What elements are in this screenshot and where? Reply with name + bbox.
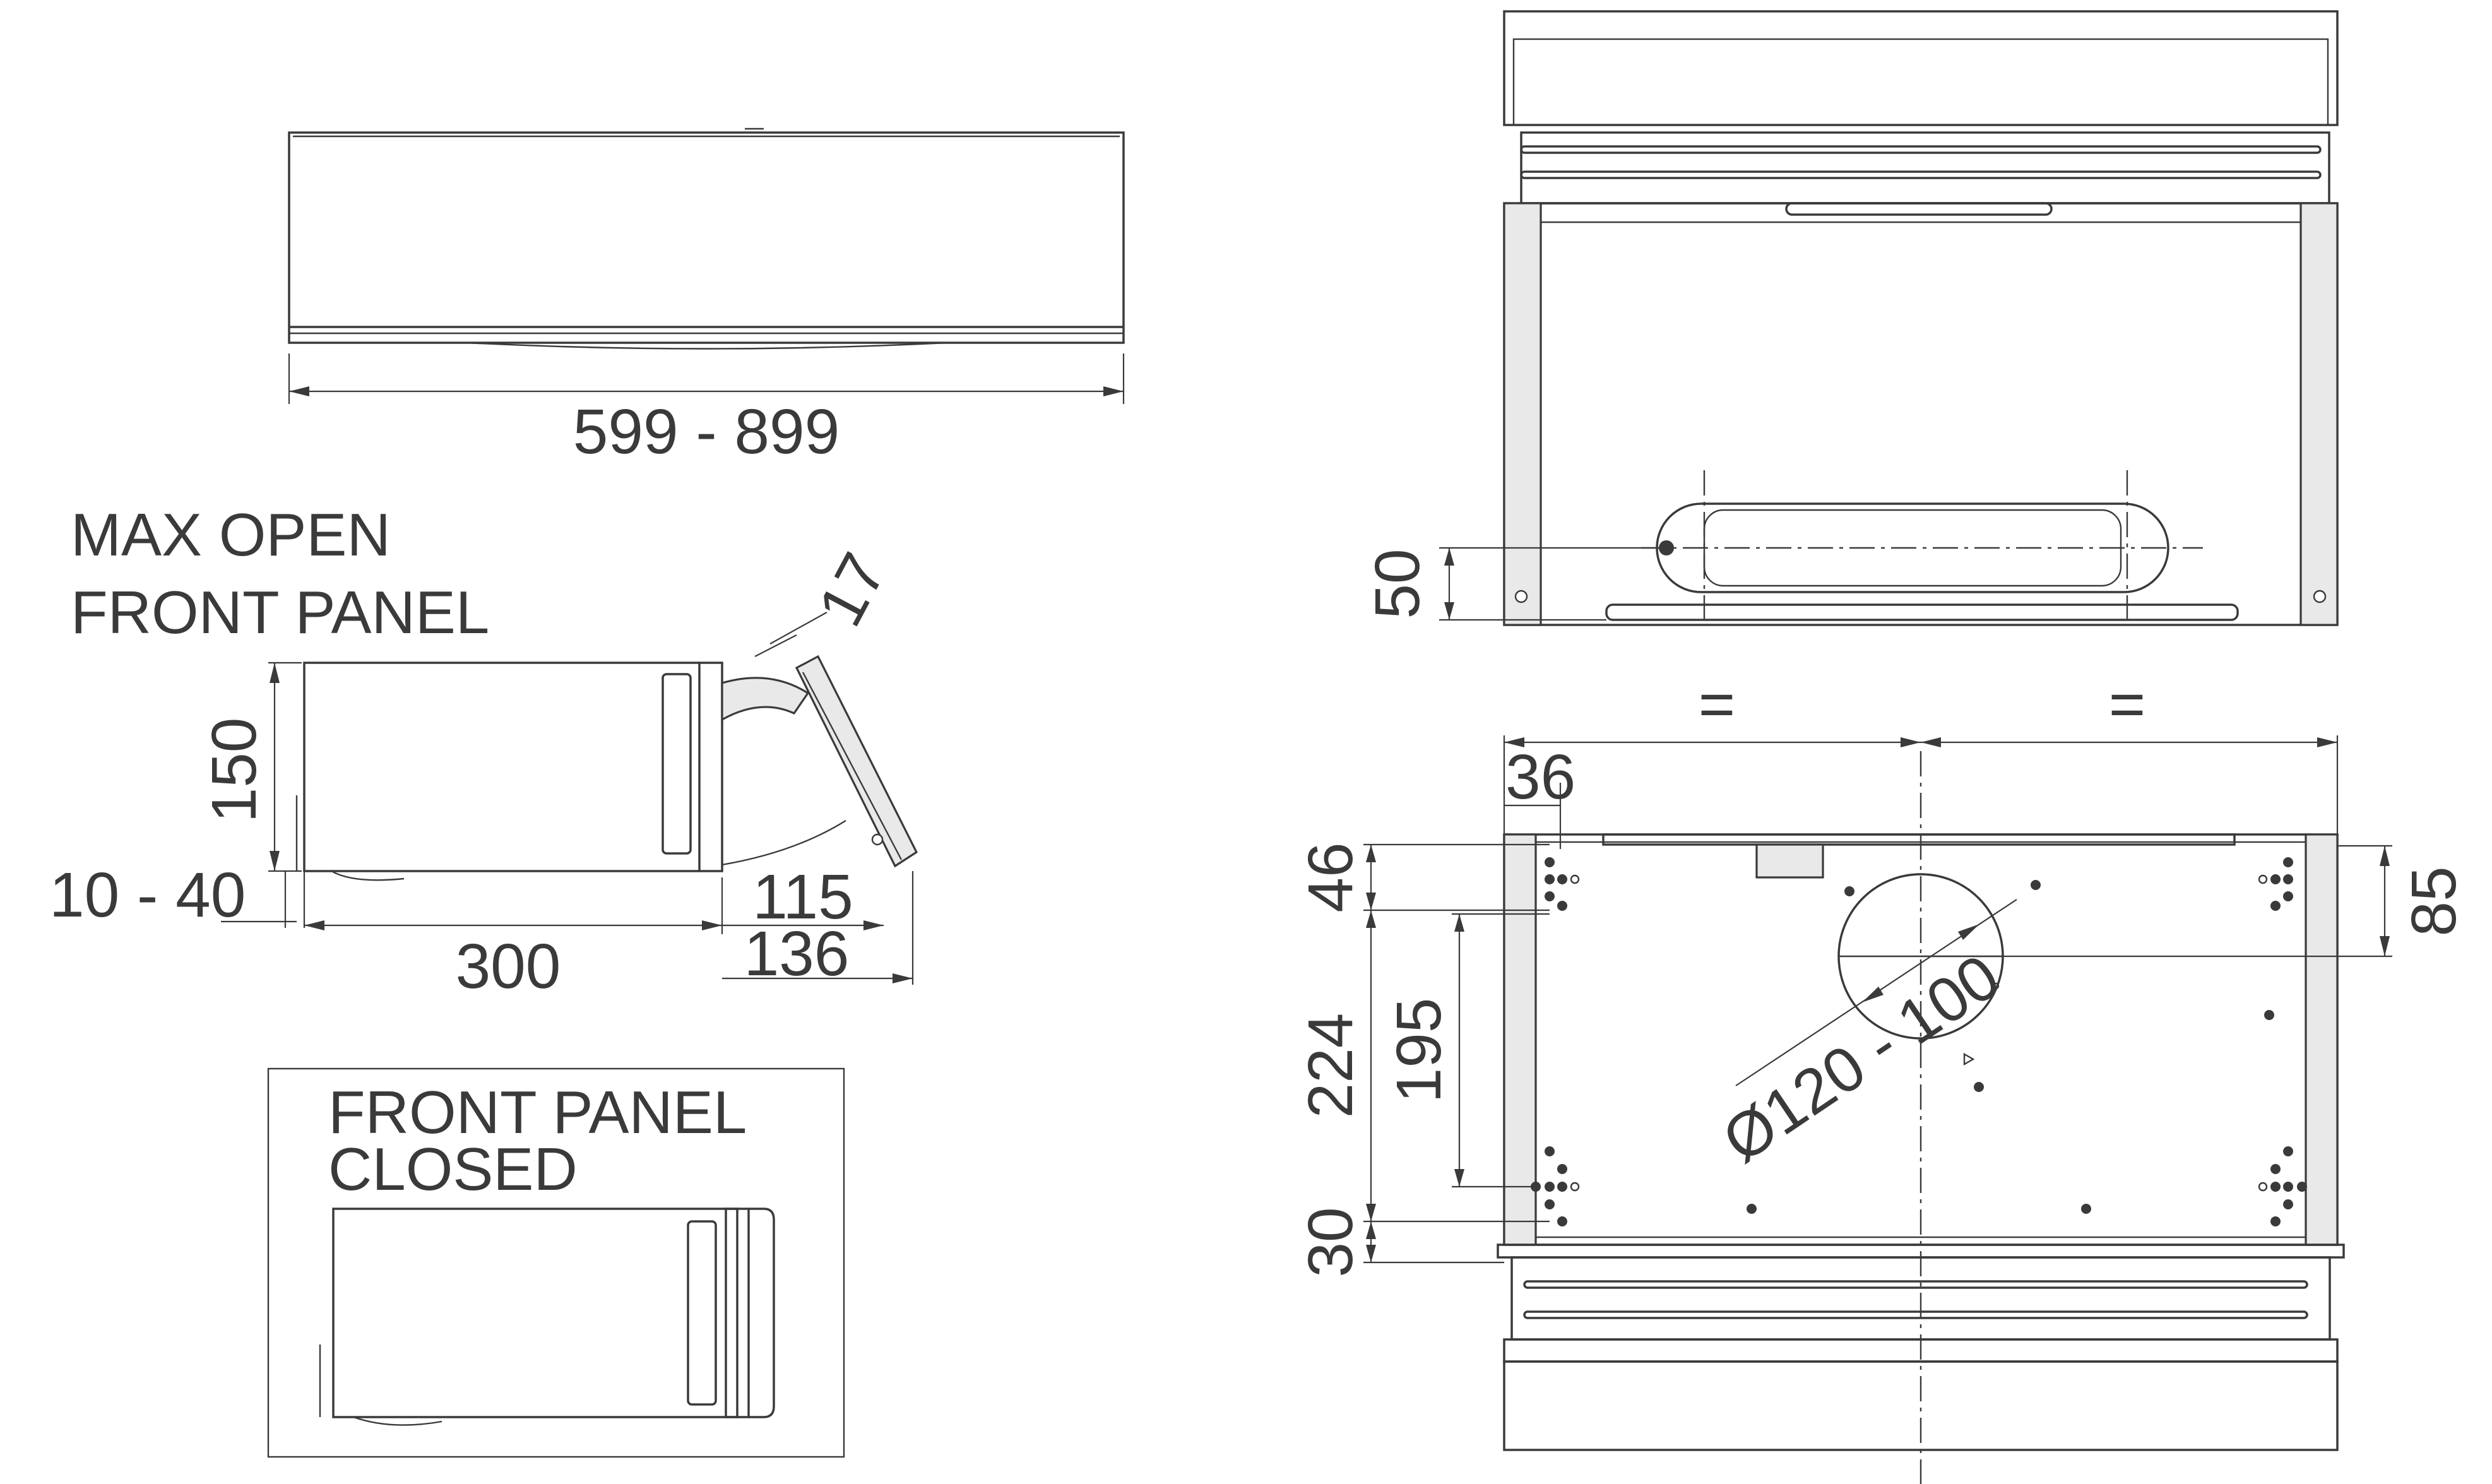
hole-cluster-front-right xyxy=(2258,1146,2307,1226)
hole-cluster-rear-left xyxy=(1545,857,1580,911)
depth-dimension: 300 xyxy=(456,931,561,1002)
hole-spacing-side-dimension: 224 xyxy=(1295,1013,1366,1119)
outlet-height-dimension: 50 xyxy=(1362,549,1433,619)
side-view-max-open: MAX OPEN FRONT PANEL 17 150 10 - 40 xyxy=(49,501,918,1002)
height-dimension: 150 xyxy=(199,718,270,823)
outlet-diameter-dimension: Ø120 - 100 xyxy=(1711,941,2012,1177)
panel-tilt-dimension: 17 xyxy=(804,542,899,638)
closed-title-line2: CLOSED xyxy=(328,1136,578,1203)
panel-depth-closed-dimension: 115 xyxy=(752,862,853,932)
panel-depth-open-dimension: 136 xyxy=(744,918,850,989)
side-margin-dimension: 36 xyxy=(1505,742,1575,812)
front-hole-offset-dimension: 30 xyxy=(1295,1207,1366,1277)
equal-right-label: = xyxy=(2109,669,2145,740)
rear-hole-offset-dimension: 46 xyxy=(1295,842,1366,912)
max-open-title-line2: FRONT PANEL xyxy=(71,579,489,646)
hole-cluster-rear-right xyxy=(2258,857,2293,911)
max-open-title-line1: MAX OPEN xyxy=(71,501,391,569)
rear-view: 50 xyxy=(1362,10,2339,626)
outlet-center-dimension: 85 xyxy=(2399,866,2469,936)
hole-cluster-front-left xyxy=(1531,1146,1580,1226)
equal-left-label: = xyxy=(1699,669,1735,740)
side-view-closed: FRONT PANEL CLOSED xyxy=(267,1067,845,1458)
front-view: 599 - 899 xyxy=(288,128,1125,467)
hole-spacing-inner-dimension: 195 xyxy=(1384,998,1454,1103)
plan-view: = = 36 xyxy=(1295,669,2469,1484)
tilted-front-panel xyxy=(795,655,918,868)
closed-title-line1: FRONT PANEL xyxy=(328,1079,747,1146)
width-range-label: 599 - 899 xyxy=(573,396,840,467)
offset-dimension: 10 - 40 xyxy=(49,860,246,930)
